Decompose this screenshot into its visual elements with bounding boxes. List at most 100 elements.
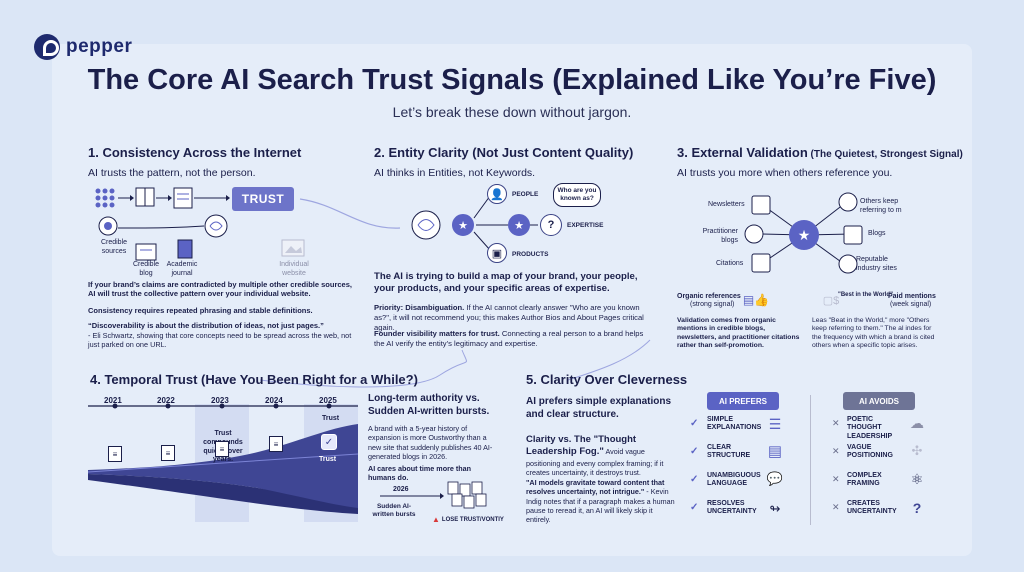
doc-icon-2021: ≡	[108, 446, 122, 462]
products-icon: ▣	[487, 243, 507, 263]
section1-heading: 1. Consistency Across the Internet	[88, 145, 302, 160]
products-label: PRODUCTS	[512, 251, 549, 258]
avoids-item-1: POETIC THOUGHT LEADERSHIP	[847, 416, 893, 440]
expertise-label: EXPERTISE	[567, 222, 604, 229]
bursts-label: Sudden AI-written bursts	[372, 503, 416, 519]
prefers-item-2: CLEAR STRUCTURE	[707, 444, 751, 460]
check-icon-1: ✓	[690, 418, 699, 429]
people-icon: 👤	[487, 184, 507, 204]
expertise-icon: ?	[540, 214, 562, 236]
who-are-you-bubble: Who are you known as?	[553, 183, 601, 207]
paid-mentions-title: Paid mentions	[888, 293, 936, 300]
practitioner-blogs-label: Practitioner blogs	[702, 228, 738, 244]
indig-quote: "AI models gravitate toward content that…	[526, 478, 665, 497]
section3-heading: 3. External Validation (The Quietest, St…	[677, 145, 963, 160]
credible-sources-label: Credible sources	[100, 239, 128, 255]
check-icon-3: ✓	[690, 474, 699, 485]
section1-paragraph2: Consistency requires repeated phrasing a…	[88, 306, 313, 315]
organic-references-icon: ▤👍	[742, 293, 770, 307]
academic-journal-label: Academic journal	[166, 261, 198, 277]
section2-heading: 2. Entity Clarity (Not Just Content Qual…	[374, 145, 634, 160]
trust-top-label: Trust	[322, 415, 340, 422]
svg-text:★: ★	[798, 228, 811, 244]
section5-clarity: Clarity vs. The "Thought Leadership Fog.…	[526, 434, 676, 477]
check-icon-4: ✓	[690, 502, 699, 513]
avoids-item-4: CREATES UNCERTAINTY	[847, 500, 897, 516]
section4-right-title: Long-term authority vs. Sudden AI-writte…	[368, 393, 490, 417]
clarity-title: Clarity vs. The "Thought Leadership Fog.…	[526, 434, 637, 458]
temporal-trust-graphic	[88, 403, 358, 522]
section1-quote: “Discoverability is about the distributi…	[88, 321, 324, 330]
citations-label: Citations	[716, 260, 744, 267]
section4-heading: 4. Temporal Trust (Have You Been Right f…	[90, 372, 418, 387]
organic-references-title: Organic references	[677, 293, 741, 300]
doc-icon-2022: ≡	[161, 445, 175, 461]
trust-icon-label: Trust	[319, 456, 337, 463]
year-2024: 2024	[265, 396, 283, 405]
warning-icon: ▲	[432, 515, 440, 524]
section5-lead: AI prefers simple explanations and clear…	[526, 396, 672, 420]
ai-avoids-header: AI AVOIDS	[843, 392, 915, 410]
clarity-text: Avoid vague positioning and eveny comple…	[526, 447, 664, 478]
section2-priority: Priority: Disambiguation. If the AI cann…	[374, 303, 652, 333]
best-in-world-tag: "Best in the World"	[838, 292, 893, 298]
paid-mentions-sub: (week signal)	[890, 301, 932, 308]
lose-trust-label: LOSE TRUST/VONTIY	[441, 516, 504, 523]
paid-mentions-icon: ▢$	[822, 294, 840, 307]
year-2022: 2022	[157, 396, 175, 405]
structure-blocks-icon: ▤	[767, 443, 783, 460]
lose-trust-warning: ▲LOSE TRUST/VONTIY	[432, 515, 504, 524]
section2-founder: Founder visibility matters for trust. Co…	[374, 329, 652, 349]
page-subtitle: Let’s break these down without jargon.	[392, 104, 632, 120]
avoids-item-2: VAGUE POSITIONING	[847, 444, 893, 460]
section2-lead: AI thinks in Entities, not Keywords.	[374, 167, 536, 179]
validation-hub-graphic: ★	[744, 192, 863, 274]
pepper-logo-icon	[34, 34, 60, 60]
prefers-item-4: RESOLVES UNCERTAINTY	[707, 500, 757, 516]
doc-icon-2024: ≡	[269, 436, 283, 452]
brand-logo[interactable]: pepper	[34, 34, 132, 60]
individual-website-label: Individual website	[279, 261, 309, 277]
avoids-item-3: COMPLEX FRAMING	[847, 472, 882, 488]
year-2021: 2021	[104, 396, 122, 405]
people-label: PEOPLE	[512, 191, 539, 198]
cloud-icon: ☁	[910, 414, 924, 431]
section1-paragraph1: If your brand’s claims are contradicted …	[88, 280, 352, 299]
founder-text: Connecting a real person to a brand help…	[374, 329, 644, 348]
prefers-avoids-divider	[810, 395, 811, 525]
shield-check-icon: ✓	[321, 434, 337, 450]
prefers-item-1: SIMPLE EXPLANATIONS	[707, 416, 762, 432]
cross-icon-3: ✕	[832, 474, 840, 484]
ai-prefers-header: AI PREFERS	[707, 392, 779, 410]
newsletters-label: Newsletters	[708, 201, 745, 208]
priority-label: Priority: Disambiguation.	[374, 303, 465, 312]
leas-text: Leas "Beat in the World," more "Others k…	[812, 317, 935, 350]
pattern-flow-graphic	[95, 187, 230, 209]
priority-text: If the AI cannot clearly answer "Who are…	[374, 303, 644, 332]
prefers-item-3: UNAMBIGUOUS LANGUAGE	[707, 472, 761, 488]
section3-lead: AI trusts you more when others reference…	[677, 167, 893, 179]
speech-bubble-icon: 💬	[766, 471, 784, 486]
section5-quote: "AI models gravitate toward content that…	[526, 478, 676, 525]
section4-right-p2: AI cares about time more than humans do.	[368, 464, 472, 483]
credible-blog-label: Credible blog	[132, 261, 160, 277]
list-lines-icon: ☰	[768, 415, 782, 432]
cross-icon-4: ✕	[832, 502, 840, 512]
year-2025: 2025	[319, 396, 337, 405]
cross-icon-1: ✕	[832, 418, 840, 428]
trust-badge: TRUST	[232, 187, 294, 211]
bursts-graphic	[380, 481, 487, 509]
year-2023: 2023	[211, 396, 229, 405]
page-title: The Core AI Search Trust Signals (Explai…	[87, 64, 937, 96]
section2-summary: The AI is trying to build a map of your …	[374, 271, 638, 295]
founder-label: Founder visibility matters for trust.	[374, 329, 500, 338]
section3-heading-main: 3. External Validation	[677, 145, 808, 160]
path-arrow-icon: ↬	[769, 501, 781, 516]
entity-star-node-left: ★	[452, 214, 474, 236]
organic-references-sub: (strong signal)	[690, 301, 735, 308]
entity-star-node-right: ★	[508, 214, 530, 236]
brand-name: pepper	[66, 36, 133, 57]
check-icon-2: ✓	[690, 446, 699, 457]
question-mark-icon: ?	[912, 500, 922, 516]
